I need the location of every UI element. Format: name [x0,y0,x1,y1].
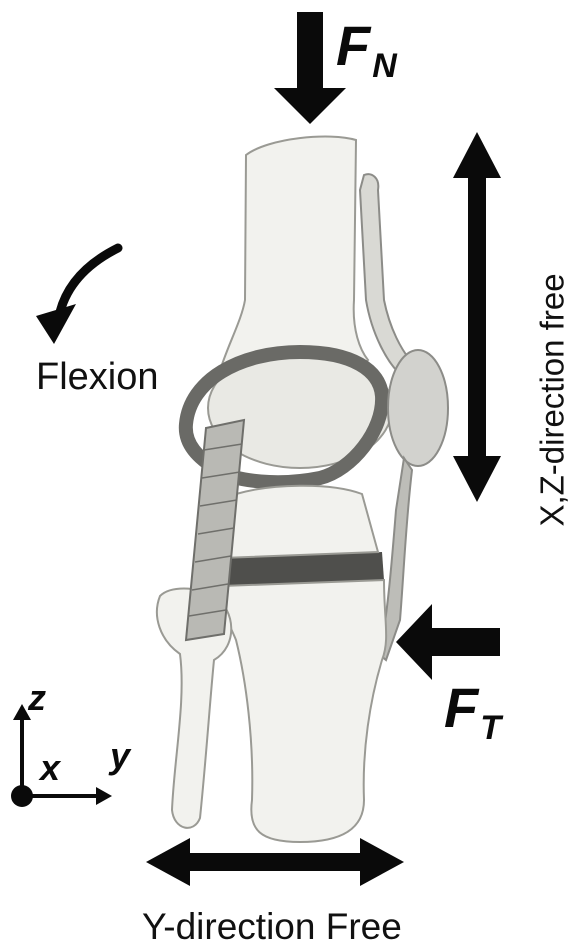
tibial-insert-top [222,486,378,558]
tangential-force-label: FT [444,680,501,736]
z-axis-label: z [28,680,46,716]
tangential-force-arrow [396,604,500,680]
y-free-arrow [146,838,404,886]
y-axis-label: y [110,738,130,774]
patella [388,350,448,466]
tangential-force-symbol: F [444,676,478,739]
quadriceps-tendon [360,174,410,372]
tangential-force-subscript: T [480,709,501,747]
coordinate-axes [11,704,112,807]
x-axis-label: x [40,750,60,786]
normal-force-subscript: N [372,47,397,85]
tibia [220,580,386,842]
normal-force-label: FN [336,18,397,74]
normal-force-symbol: F [336,14,370,77]
y-direction-label: Y-direction Free [142,908,402,945]
flexion-label: Flexion [36,358,159,396]
xz-free-arrow [453,132,501,502]
flexion-arrow [36,248,118,344]
xz-direction-label: X,Z-direction free [536,273,569,526]
